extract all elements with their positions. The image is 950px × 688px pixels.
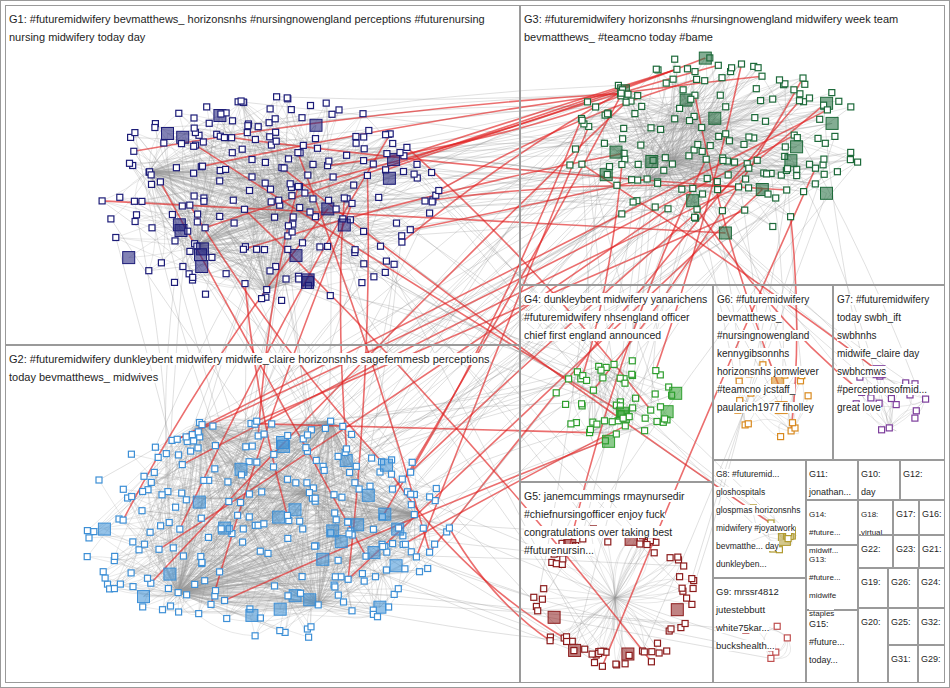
tie-line bbox=[275, 149, 365, 217]
tie-line bbox=[87, 423, 199, 531]
tie-line bbox=[129, 246, 197, 258]
tie-line bbox=[199, 135, 267, 289]
tie-line bbox=[143, 423, 200, 607]
tie-line bbox=[200, 423, 404, 545]
tie-line bbox=[102, 172, 150, 201]
tie-line bbox=[133, 166, 197, 247]
tie-line bbox=[200, 423, 256, 636]
tie-line bbox=[302, 515, 414, 577]
tie-line bbox=[331, 421, 428, 568]
tie-line bbox=[647, 110, 827, 179]
tie-line bbox=[197, 101, 241, 246]
tie-line bbox=[307, 605, 318, 629]
tie-line bbox=[87, 423, 199, 557]
tie-line bbox=[145, 423, 200, 545]
tie-line bbox=[131, 137, 197, 246]
tie-line bbox=[197, 141, 276, 246]
tie-line bbox=[618, 85, 689, 120]
tie-line bbox=[134, 201, 197, 246]
tie-line bbox=[335, 515, 414, 587]
tie-line bbox=[408, 515, 420, 572]
tie-line bbox=[135, 172, 149, 215]
tie-line bbox=[130, 163, 267, 289]
tie-line bbox=[178, 462, 412, 592]
tie-line bbox=[389, 515, 415, 607]
tie-line bbox=[265, 162, 315, 216]
tie-line bbox=[200, 423, 378, 617]
tie-line bbox=[94, 532, 178, 593]
tie-line bbox=[664, 121, 690, 171]
tie-line bbox=[145, 544, 179, 592]
tie-line bbox=[134, 151, 267, 289]
tie-line bbox=[665, 158, 826, 194]
tie-line bbox=[213, 426, 414, 514]
tie-line bbox=[178, 522, 348, 592]
tie-line bbox=[200, 423, 335, 495]
tie-line bbox=[102, 201, 197, 246]
tie-line bbox=[89, 515, 414, 538]
tie-line bbox=[675, 59, 690, 120]
tie-line bbox=[178, 498, 315, 592]
tie-line bbox=[150, 98, 288, 172]
tie-line bbox=[200, 423, 405, 569]
tie-line bbox=[114, 423, 199, 589]
tie-line bbox=[690, 121, 772, 174]
tie-line bbox=[702, 104, 824, 127]
tie-line bbox=[202, 249, 266, 290]
tie-line bbox=[331, 421, 405, 569]
tie-line bbox=[134, 151, 197, 246]
tie-line bbox=[158, 423, 199, 458]
tie-line bbox=[690, 121, 749, 169]
tie-line bbox=[148, 490, 178, 593]
tie-line bbox=[178, 593, 285, 633]
tie-line bbox=[172, 214, 197, 246]
tie-line bbox=[178, 421, 331, 592]
tie-line bbox=[115, 556, 178, 592]
tie-line bbox=[169, 523, 178, 593]
tie-line bbox=[196, 145, 267, 290]
tie-line bbox=[155, 128, 197, 247]
tie-line bbox=[110, 423, 200, 589]
tie-line bbox=[267, 139, 316, 290]
tie-line bbox=[197, 134, 217, 246]
tie-line bbox=[267, 147, 407, 289]
